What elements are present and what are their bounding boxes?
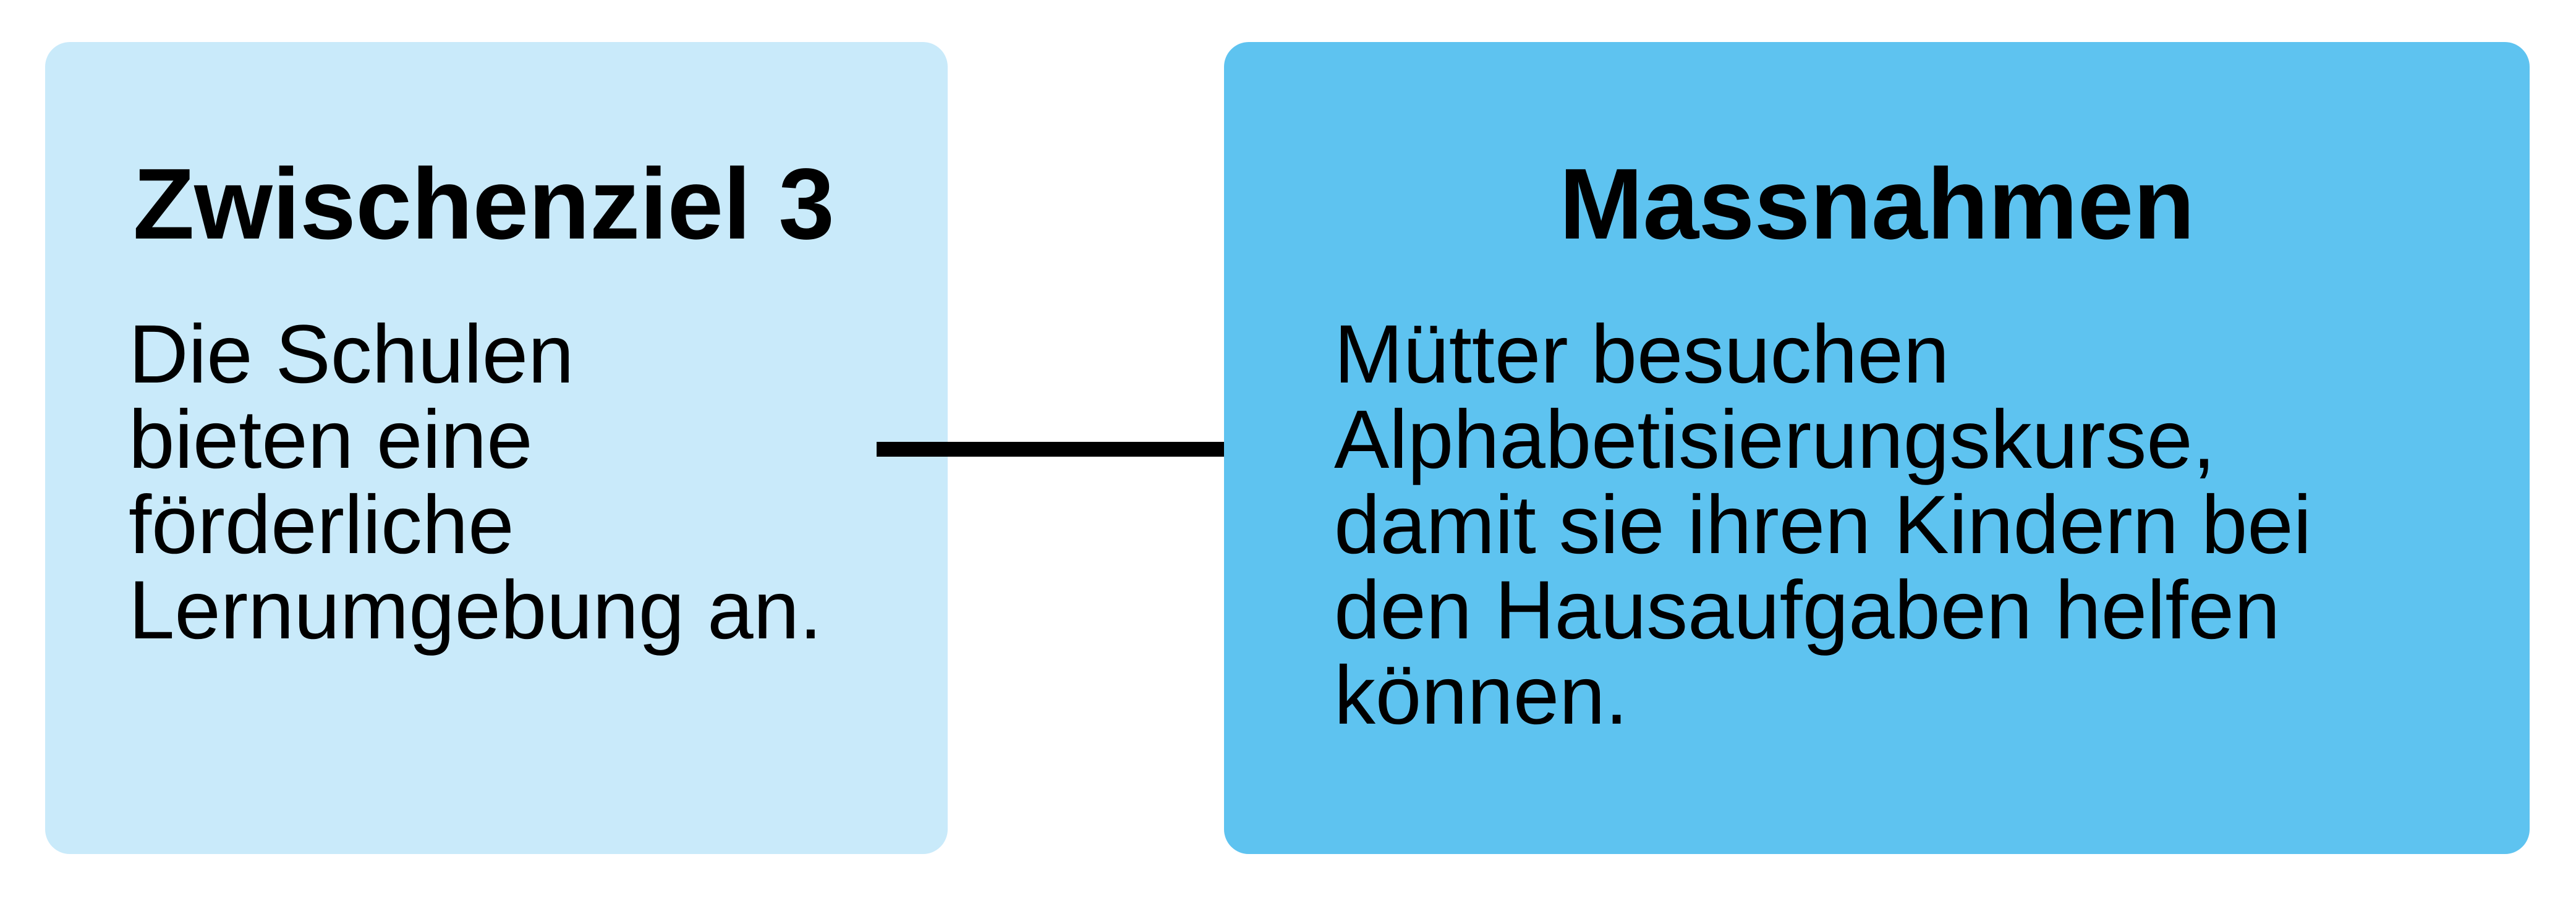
card-massnahmen-body: Mütter besuchen Alphabetisierungskurse, … bbox=[1334, 308, 2312, 742]
card-zwischenziel-body: Die Schulen bieten eine förderliche Lern… bbox=[129, 308, 822, 656]
card-massnahmen-title: Massnahmen bbox=[1559, 147, 2195, 260]
card-zwischenziel-title: Zwischenziel 3 bbox=[133, 147, 835, 260]
card-zwischenziel[interactable]: Zwischenziel 3 Die Schulen bieten eine f… bbox=[45, 42, 948, 854]
card-massnahmen[interactable]: Massnahmen Mütter besuchen Alphabetisier… bbox=[1224, 42, 2530, 854]
